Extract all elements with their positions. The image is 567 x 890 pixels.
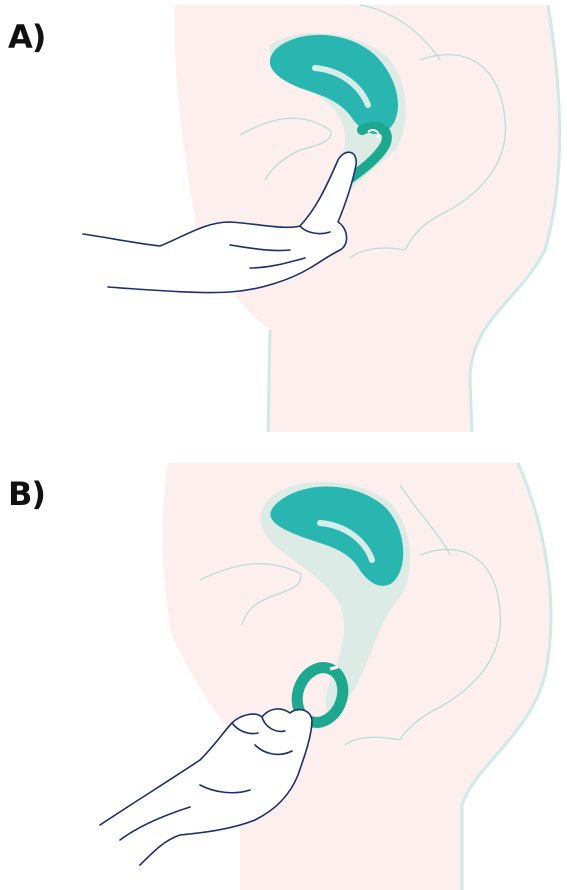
anatomy-illustration-b — [0, 445, 567, 890]
panel-b: B) — [0, 445, 567, 890]
anatomy-illustration-a — [0, 0, 567, 445]
panel-a: A) — [0, 0, 567, 445]
